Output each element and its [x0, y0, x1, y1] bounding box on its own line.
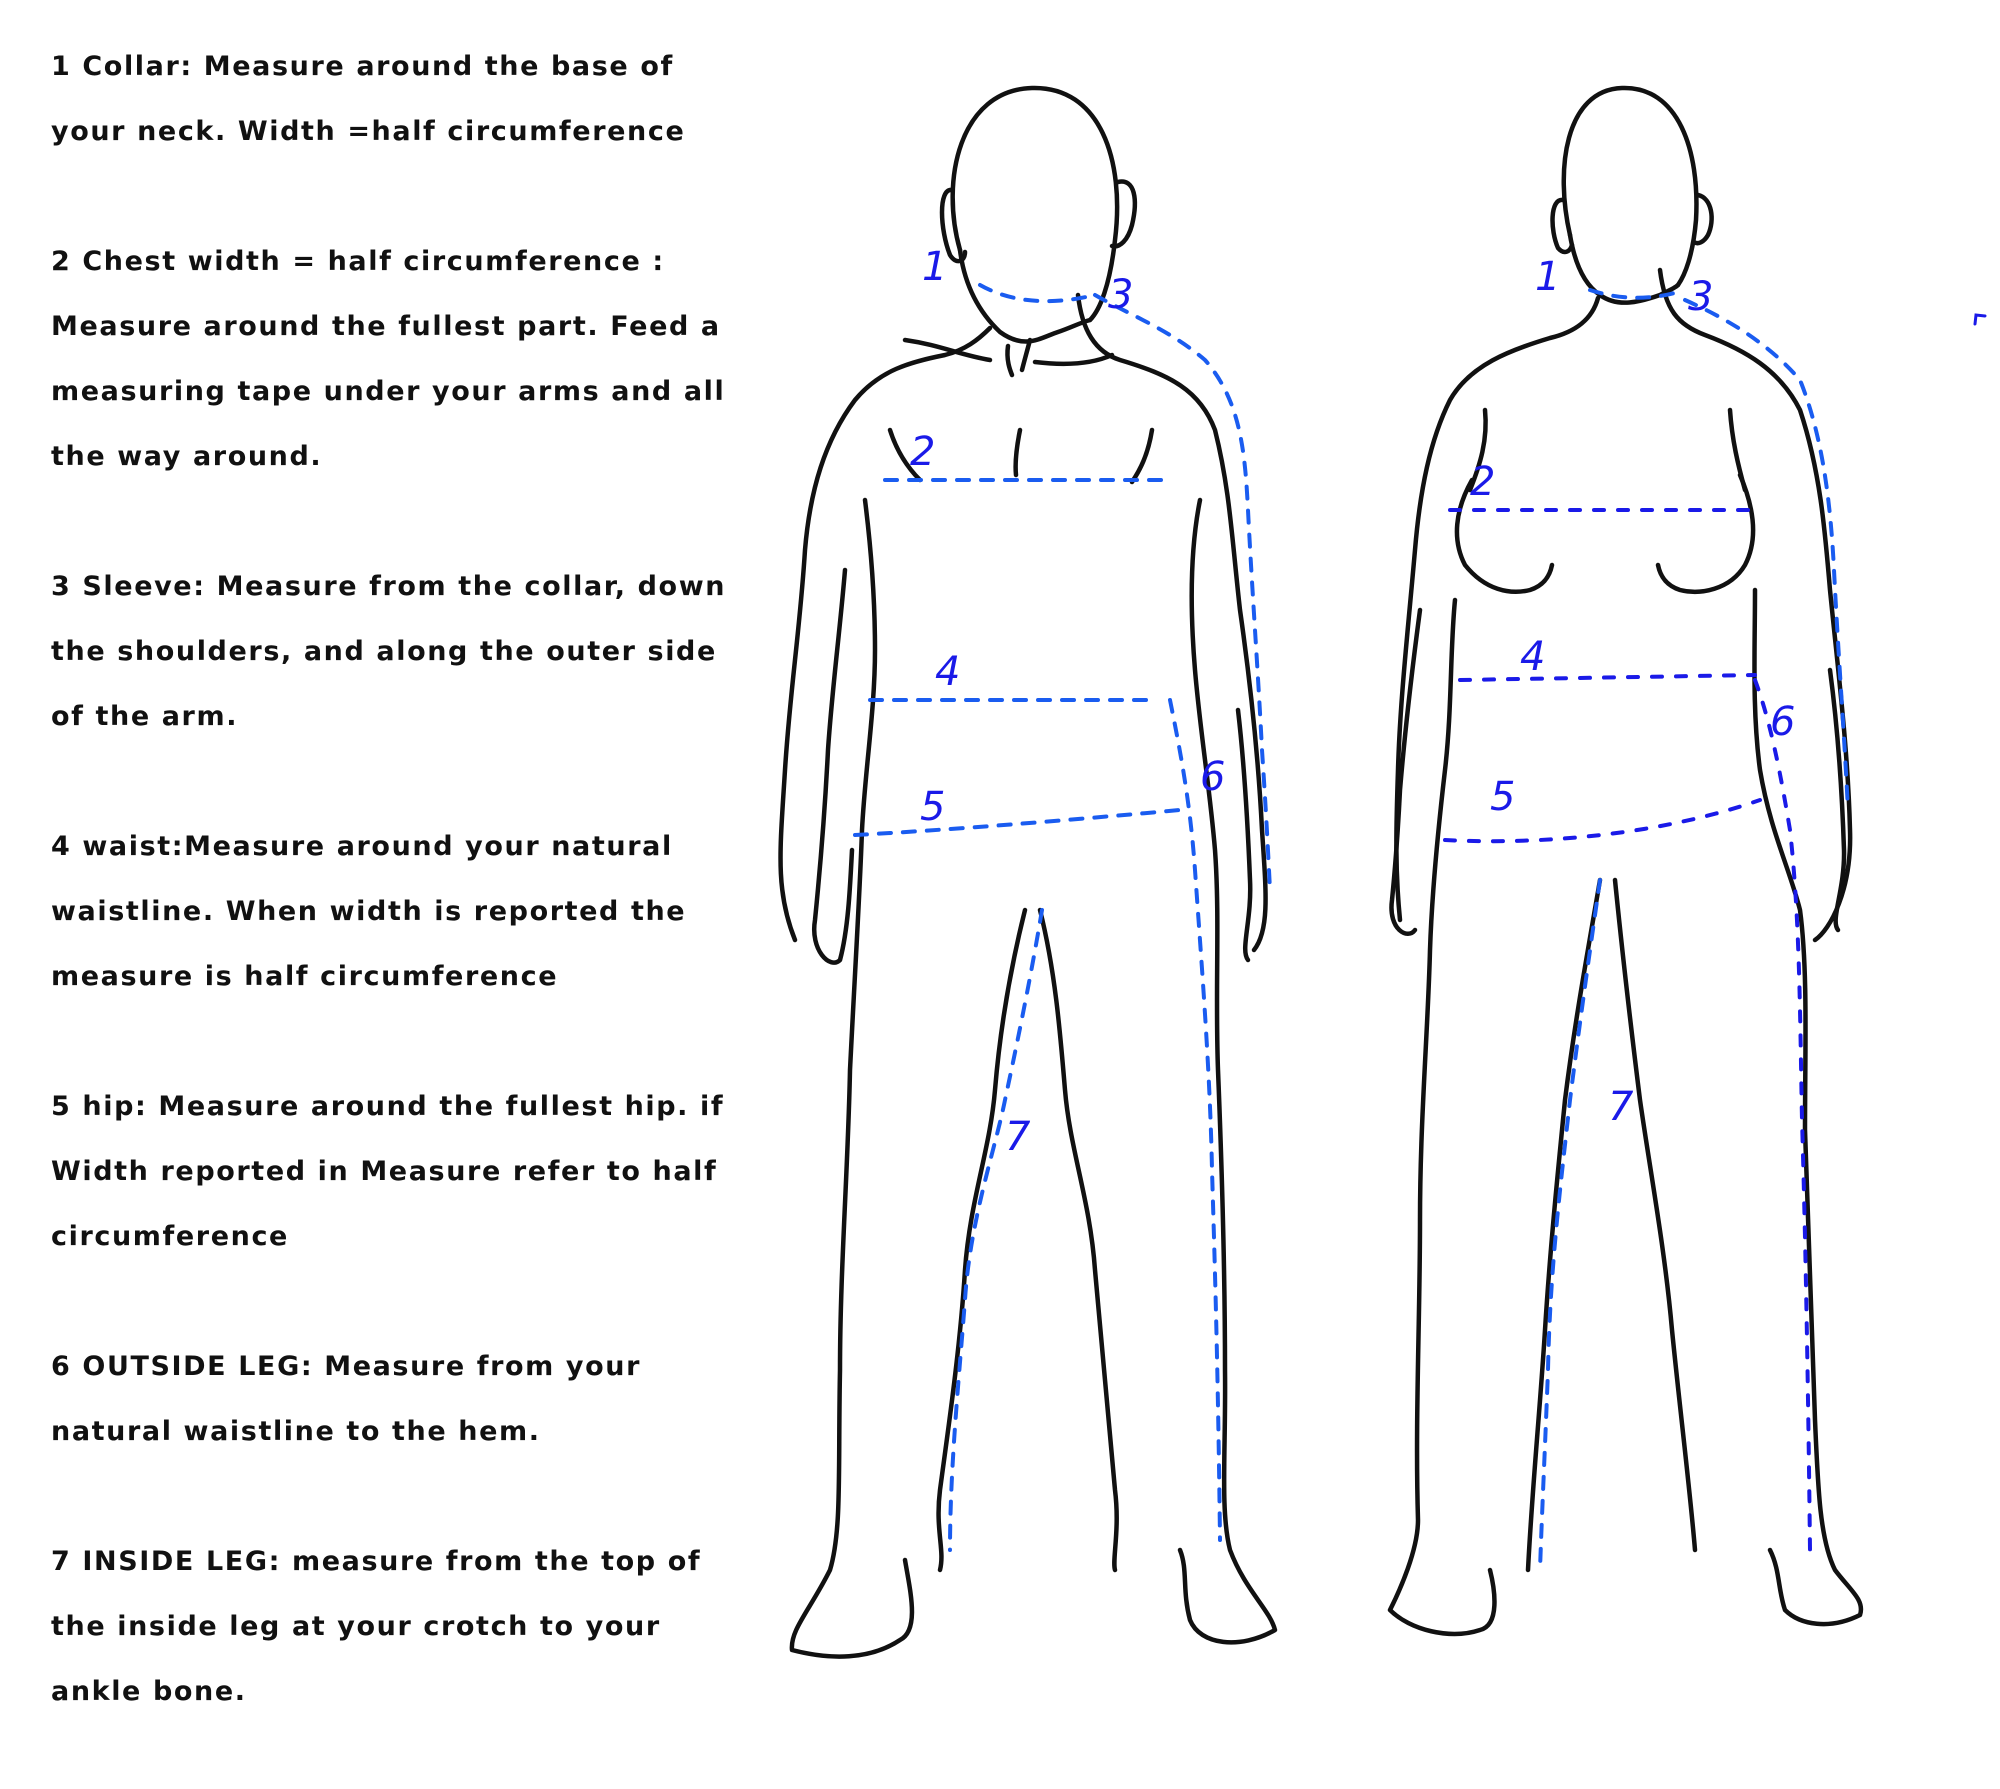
instruction-line: 7 INSIDE LEG: measure from the top of	[51, 1546, 702, 1577]
instruction-line: waistline. When width is reported the	[51, 896, 687, 927]
instruction-chest: 2 Chest width = half circumference : Mea…	[51, 229, 791, 489]
male-body-outline-icon: 1 3 2 4 5 6 7	[778, 85, 1278, 1659]
instruction-line: your neck. Width =half circumference	[51, 116, 686, 147]
female-body-outline-icon: 1 3 2 4 5 6 7	[1387, 85, 1864, 1637]
inside-leg-measure-line	[948, 908, 1044, 1552]
instruction-inside-leg: 7 INSIDE LEG: measure from the top of th…	[51, 1529, 791, 1724]
collar-measure-line	[978, 283, 1097, 304]
instruction-sleeve: 3 Sleeve: Measure from the collar, down …	[51, 554, 791, 749]
instruction-hip: 5 hip: Measure around the fullest hip. i…	[51, 1074, 791, 1269]
inside-leg-label: 7	[1608, 1084, 1634, 1130]
waist-label: 4	[935, 649, 960, 695]
measurement-instructions: 1 Collar: Measure around the base of you…	[51, 34, 791, 1789]
instruction-line: measuring tape under your arms and all	[51, 376, 726, 407]
hip-measure-line	[1443, 798, 1762, 844]
sleeve-measure-line	[1683, 298, 1850, 812]
chest-label: 2	[1470, 459, 1495, 505]
instruction-collar: 1 Collar: Measure around the base of you…	[51, 34, 791, 164]
outside-leg-measure-line	[1753, 678, 1812, 1552]
instruction-outside-leg: 6 OUTSIDE LEG: Measure from your natural…	[51, 1334, 791, 1464]
sleeve-label: 3	[1108, 272, 1133, 318]
instruction-line: natural waistline to the hem.	[51, 1416, 541, 1447]
sleeve-label: 3	[1688, 274, 1713, 320]
instruction-line: 5 hip: Measure around the fullest hip. i…	[51, 1091, 725, 1122]
outside-leg-label: 6	[1200, 754, 1225, 800]
male-body-figure: 1 3 2 4 5 6 7	[770, 70, 1330, 1720]
waist-label: 4	[1520, 634, 1545, 680]
collar-label: 1	[922, 244, 947, 290]
collar-label: 1	[1535, 254, 1560, 300]
sleeve-measure-line	[1093, 293, 1272, 892]
instruction-line: of the arm.	[51, 701, 239, 732]
stray-pen-mark-icon	[1973, 313, 1987, 326]
outside-leg-label: 6	[1770, 699, 1795, 745]
instruction-line: the way around.	[51, 441, 323, 472]
female-body-figure: 1 3 2 4 5 6 7	[1360, 70, 1920, 1720]
instruction-line: the shoulders, and along the outer side	[51, 636, 717, 667]
instruction-line: 3 Sleeve: Measure from the collar, down	[51, 571, 727, 602]
instruction-waist: 4 waist:Measure around your natural wais…	[51, 814, 791, 1009]
waist-measure-line	[1458, 673, 1757, 682]
chest-label: 2	[910, 429, 935, 475]
instruction-line: measure is half circumference	[51, 961, 559, 992]
hip-measure-line	[853, 808, 1182, 837]
instruction-line: Measure around the fullest part. Feed a	[51, 311, 721, 342]
hip-label: 5	[1490, 774, 1515, 820]
instruction-line: ankle bone.	[51, 1676, 247, 1707]
instruction-line: the inside leg at your crotch to your	[51, 1611, 661, 1642]
hip-label: 5	[920, 784, 945, 830]
instruction-line: 1 Collar: Measure around the base of	[51, 51, 674, 82]
outside-leg-measure-line	[1168, 698, 1222, 1542]
instruction-line: circumference	[51, 1221, 289, 1252]
instruction-line: Width reported in Measure refer to half	[51, 1156, 718, 1187]
inside-leg-label: 7	[1005, 1114, 1031, 1160]
instruction-line: 6 OUTSIDE LEG: Measure from your	[51, 1351, 641, 1382]
collar-measure-line	[1588, 288, 1680, 300]
instruction-line: 2 Chest width = half circumference :	[51, 246, 665, 277]
inside-leg-measure-line	[1538, 878, 1602, 1572]
instruction-line: 4 waist:Measure around your natural	[51, 831, 673, 862]
